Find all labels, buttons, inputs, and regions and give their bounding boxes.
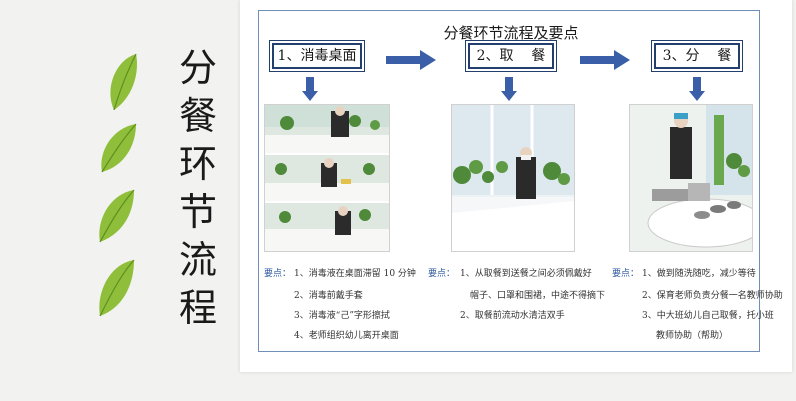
leaf-decoration-1 — [110, 53, 138, 111]
notes-step-3: 要点： 1、做到随洗随吃，减少等待 2、保育老师负责分餐一名教师协助 3、中大班… — [612, 268, 783, 348]
title-char: 流 — [178, 238, 217, 282]
note-line: 帽子、口罩和围裙，中途不得摘下 — [470, 291, 606, 301]
note-line: 1、从取餐到送餐之间必须佩戴好 — [460, 269, 592, 279]
step-get-meal: 2、取 餐 — [465, 40, 557, 72]
arrow-down-icon — [302, 77, 318, 101]
step-disinfect-table: 1、消毒桌面 — [269, 40, 365, 72]
notes-prefix: 要点： — [264, 269, 292, 279]
arrow-right-icon — [386, 50, 436, 70]
photo-frame-2 — [265, 155, 389, 201]
step-serve-meal: 3、分 餐 — [651, 40, 743, 72]
leaf-decoration-2 — [101, 123, 137, 173]
note-line: 2、消毒前戴手套 — [294, 291, 363, 301]
title-char: 环 — [178, 142, 217, 186]
arrow-down-icon — [689, 77, 705, 101]
photo-frame-3 — [265, 203, 389, 251]
title-char: 餐 — [178, 94, 217, 138]
note-line: 1、做到随洗随吃，减少等待 — [642, 269, 756, 279]
photo-serve-meal — [629, 104, 753, 252]
title-char: 节 — [178, 190, 217, 234]
notes-step-2: 要点： 1、从取餐到送餐之间必须佩戴好 帽子、口罩和围裙，中途不得摘下 2、取餐… — [428, 268, 618, 328]
slide-title: 分餐环节流程及要点 — [443, 24, 579, 42]
photo-get-meal — [451, 104, 575, 252]
note-line: 教师协助（帮助） — [656, 331, 729, 341]
note-line: 3、中大班幼儿自己取餐，托小班 — [642, 311, 774, 321]
note-line: 2、保育老师负责分餐一名教师协助 — [642, 291, 783, 301]
note-line: 2、取餐前流动水清洁双手 — [460, 311, 565, 321]
arrow-right-icon — [580, 50, 630, 70]
title-char: 分 — [178, 46, 217, 90]
photo-frame-1 — [265, 105, 389, 153]
note-line: 4、老师组织幼儿离开桌面 — [294, 331, 399, 341]
leaf-decoration-3 — [99, 189, 135, 243]
note-line: 1、消毒液在桌面滞留 10 分钟 — [294, 269, 416, 279]
arrow-down-icon — [501, 77, 517, 101]
notes-prefix: 要点： — [612, 269, 640, 279]
photo-disinfect-table — [264, 104, 390, 252]
note-line: 3、消毒液“己”字形擦拭 — [294, 311, 390, 321]
leaf-decoration-4 — [99, 259, 135, 317]
notes-prefix: 要点： — [428, 269, 456, 279]
notes-step-1: 要点： 1、消毒液在桌面滞留 10 分钟 2、消毒前戴手套 3、消毒液“己”字形… — [264, 268, 434, 348]
title-char: 程 — [178, 286, 217, 330]
vertical-title: 分 餐 环 节 流 程 — [170, 44, 226, 332]
